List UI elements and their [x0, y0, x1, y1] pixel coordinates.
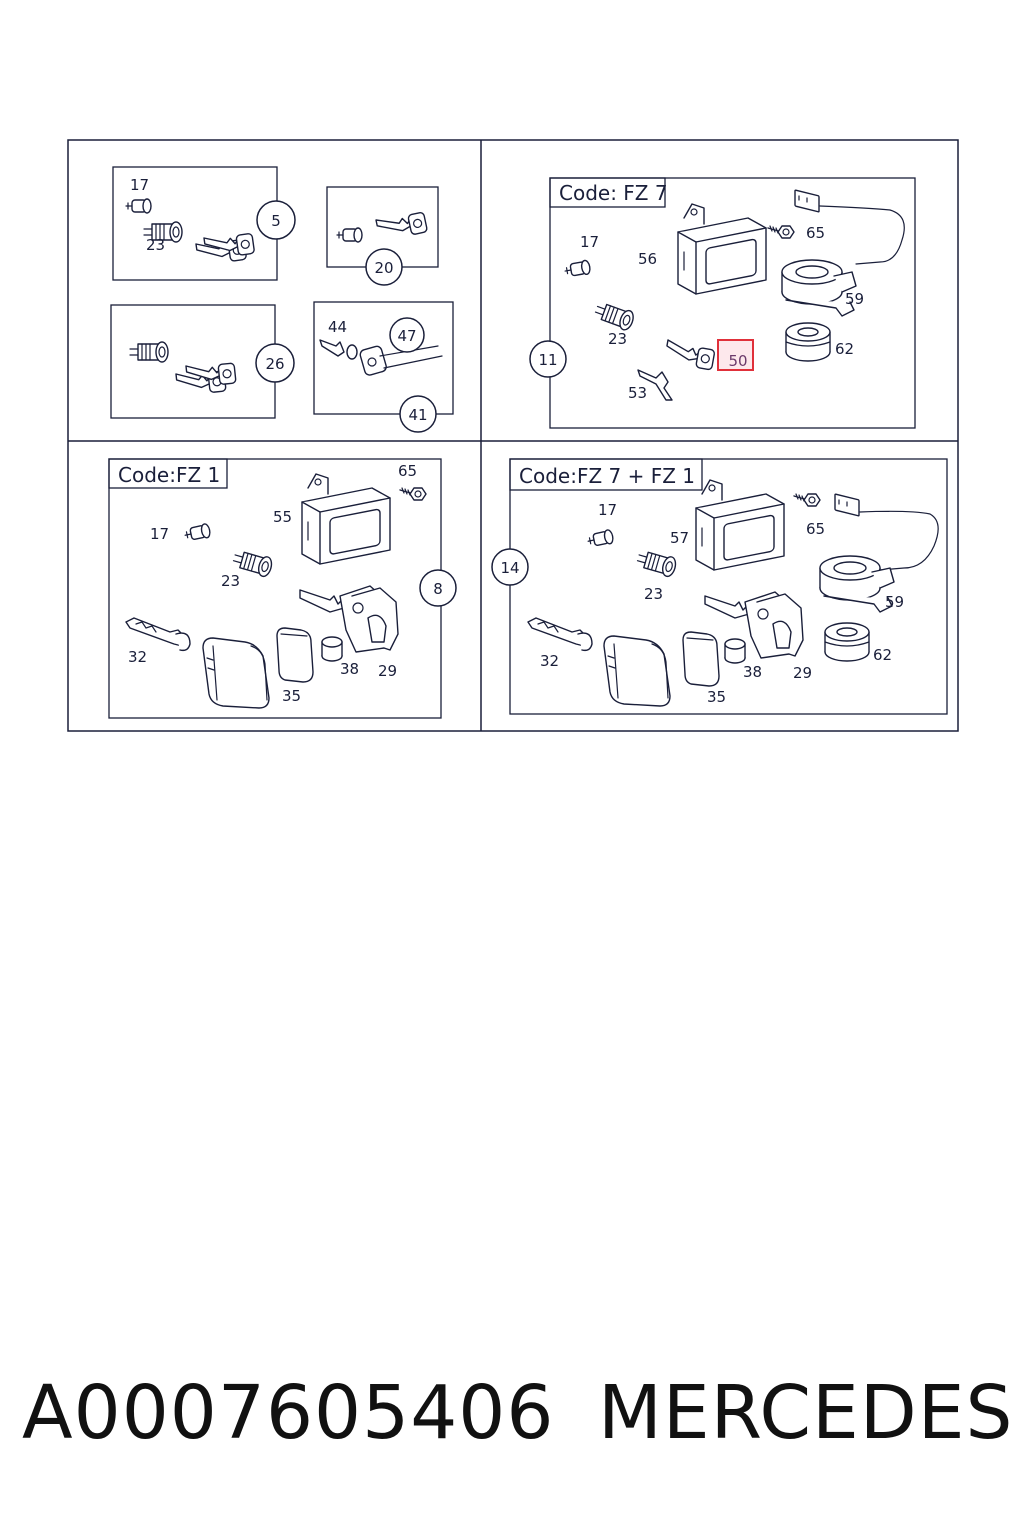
label-55: 55 — [273, 508, 292, 526]
callout-11-label: 11 — [538, 351, 557, 369]
label-23: 23 — [146, 236, 165, 254]
label-62: 62 — [873, 646, 892, 664]
callout-14 — [491, 548, 529, 586]
label-38: 38 — [340, 660, 359, 678]
label-29: 29 — [793, 664, 812, 682]
callout-11 — [529, 340, 567, 378]
callout-5-label: 5 — [271, 212, 281, 230]
part-number: A0007605406 — [22, 1370, 555, 1456]
callout-47-label: 47 — [397, 327, 416, 345]
label-32: 32 — [128, 648, 147, 666]
label-17: 17 — [598, 501, 617, 519]
label-62: 62 — [835, 340, 854, 358]
code-fz7: Code: FZ 7 — [559, 181, 668, 205]
callout-20 — [365, 248, 403, 286]
code-fz1: Code:FZ 1 — [118, 463, 220, 487]
panel-top-left: 17 23 5 20 26 44 47 41 — [110, 166, 454, 433]
callout-20-label: 20 — [374, 259, 393, 277]
callout-26 — [255, 343, 295, 383]
label-65: 65 — [806, 224, 825, 242]
footer: A0007605406 MERCEDES — [0, 1370, 1024, 1470]
callout-26-label: 26 — [265, 355, 284, 373]
label-56: 56 — [638, 250, 657, 268]
label-38: 38 — [743, 663, 762, 681]
label-35: 35 — [282, 687, 301, 705]
label-35: 35 — [707, 688, 726, 706]
label-23: 23 — [608, 330, 627, 348]
highlight-part-50[interactable] — [717, 339, 754, 371]
label-17: 17 — [130, 176, 149, 194]
label-23: 23 — [221, 572, 240, 590]
label-44: 44 — [328, 318, 347, 336]
highlight-label-50: 50 — [728, 352, 747, 370]
panel-top-right: Code: FZ 7 17 56 65 59 23 62 53 11 50 — [529, 177, 916, 429]
callout-8-label: 8 — [433, 580, 443, 598]
label-65: 65 — [806, 520, 825, 538]
parts-diagram: 17 23 5 20 26 44 47 41 — [67, 139, 959, 732]
callout-47 — [389, 317, 425, 353]
label-59: 59 — [845, 290, 864, 308]
callout-41-label: 41 — [408, 406, 427, 424]
label-23: 23 — [644, 585, 663, 603]
brand-name: MERCEDES — [598, 1370, 1014, 1456]
diagram-frame — [67, 139, 959, 732]
label-32: 32 — [540, 652, 559, 670]
callout-41 — [399, 395, 437, 433]
label-17: 17 — [150, 525, 169, 543]
label-17: 17 — [580, 233, 599, 251]
callout-14-label: 14 — [500, 559, 519, 577]
label-57: 57 — [670, 529, 689, 547]
callout-8 — [419, 569, 457, 607]
panel-bottom-right: Code:FZ 7 + FZ 1 17 57 65 23 59 32 38 29… — [491, 458, 948, 715]
label-65: 65 — [398, 462, 417, 480]
label-29: 29 — [378, 662, 397, 680]
code-fz7-fz1: Code:FZ 7 + FZ 1 — [519, 464, 695, 488]
label-59: 59 — [885, 593, 904, 611]
panel-bottom-left: Code:FZ 1 65 17 55 23 32 38 29 35 8 — [108, 458, 457, 719]
callout-5 — [256, 200, 296, 240]
label-53: 53 — [628, 384, 647, 402]
